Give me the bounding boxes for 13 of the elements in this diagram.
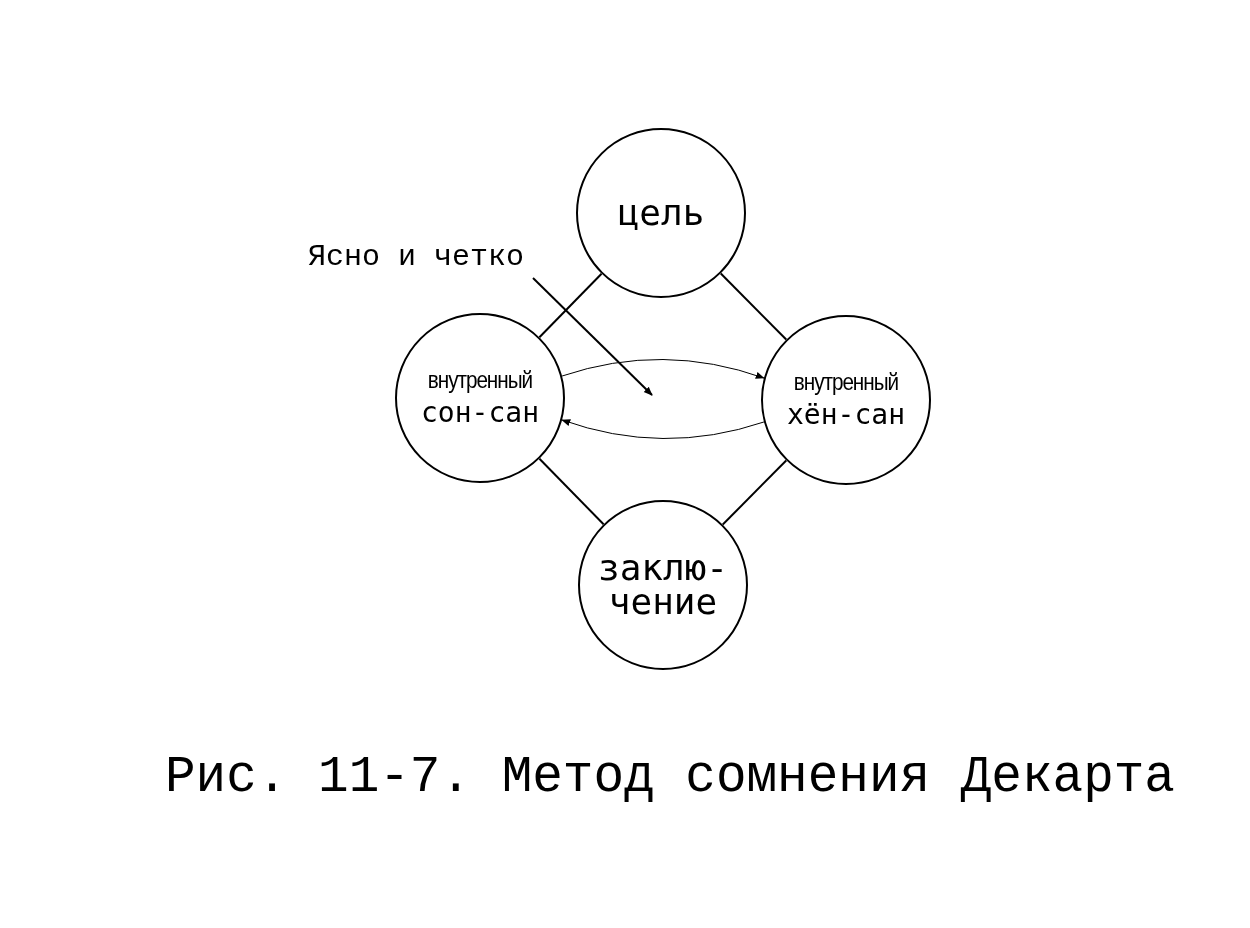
connector-line <box>538 457 605 526</box>
node-label: цель <box>616 195 706 231</box>
figure-caption: Рис. 11-7. Метод сомнения Декарта <box>165 752 1175 803</box>
pointer-arrow <box>532 277 653 396</box>
annotation-text: Ясно и четко <box>308 242 525 272</box>
node-label: внутренный <box>427 366 533 395</box>
node-label: внутренный <box>793 368 899 397</box>
connector-line <box>719 272 788 341</box>
node-label: заклю- чение <box>596 550 729 620</box>
connector-line <box>538 272 603 339</box>
node-label: сон-сан <box>421 394 539 430</box>
node-label: хён-сан <box>787 396 905 432</box>
connector-line <box>721 459 788 526</box>
